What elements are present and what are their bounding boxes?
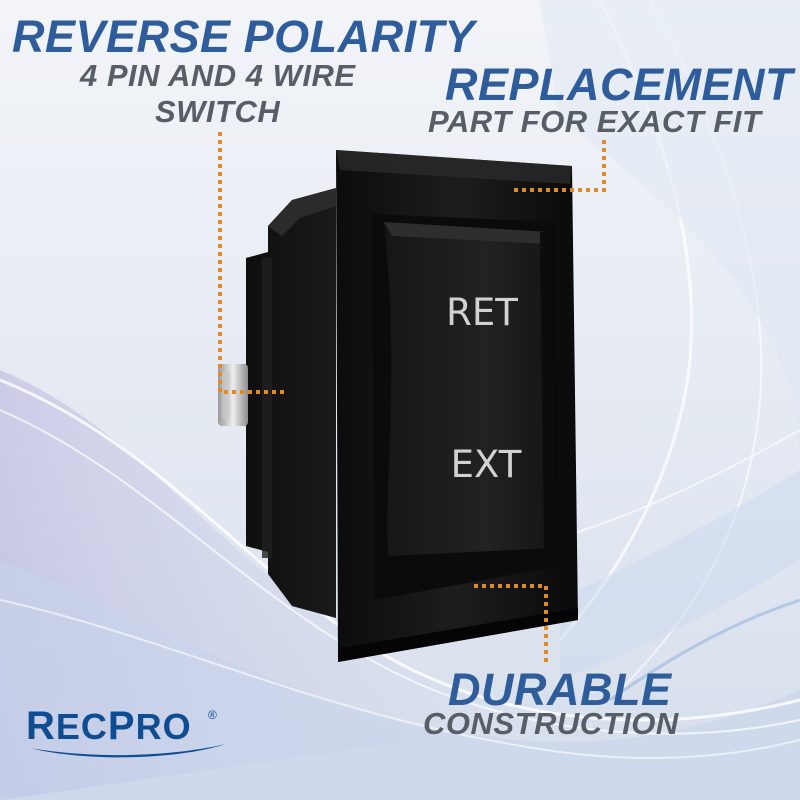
registered-mark: ® xyxy=(208,708,217,722)
reverse-leader-line xyxy=(218,132,284,394)
replacement-title: REPLACEMENT xyxy=(445,59,794,110)
replacement-subtitle: PART FOR EXACT FIT xyxy=(428,104,762,139)
brand-swoosh-icon xyxy=(30,744,226,758)
reverse-polarity-line-1: 4 PIN AND 4 WIRE xyxy=(80,58,356,93)
replacement-leader-line xyxy=(512,140,606,192)
ext-label: EXT xyxy=(451,443,522,486)
reverse-polarity-title: REVERSE POLARITY xyxy=(12,11,476,62)
recpro-logo: RECPRO ® xyxy=(26,706,231,766)
durable-subtitle: CONSTRUCTION xyxy=(423,706,679,741)
rocker-button xyxy=(384,222,552,556)
durable-leader-line xyxy=(474,584,548,662)
brand-letters-ec: EC xyxy=(55,706,108,747)
reverse-polarity-line-2: SWITCH xyxy=(155,94,281,129)
brand-letter-r: R xyxy=(26,704,56,748)
brand-letter-p: P xyxy=(107,704,136,748)
ret-label: RET xyxy=(446,291,518,334)
brand-wordmark: RECPRO xyxy=(26,706,192,746)
brand-letters-ro: RO xyxy=(135,706,192,747)
durable-title: DURABLE xyxy=(448,664,672,715)
